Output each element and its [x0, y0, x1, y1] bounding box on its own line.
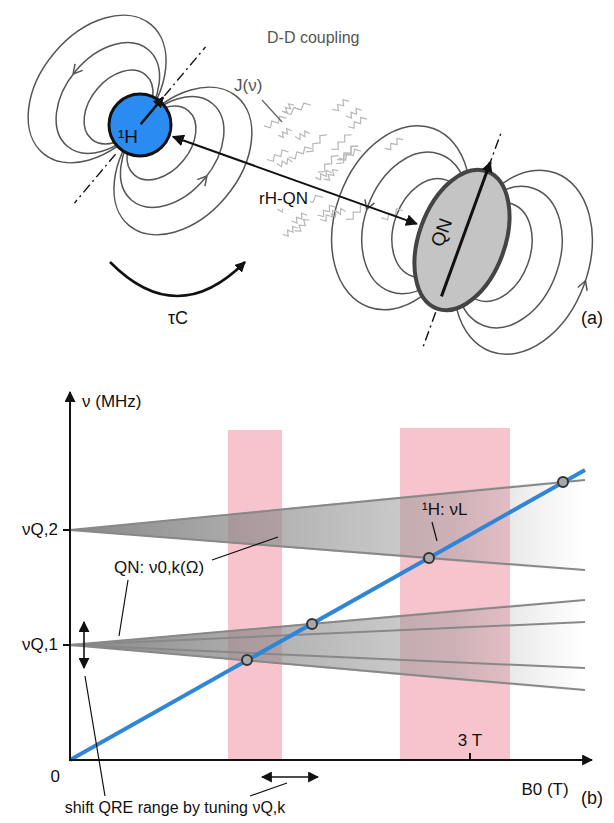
panel-label: (b) [579, 788, 605, 809]
field-lines [0, 0, 280, 261]
qre-band [228, 430, 282, 760]
leader-line [262, 100, 282, 122]
noise-stroke [264, 116, 286, 128]
axis-label: B0 (T) [519, 780, 570, 800]
coupling-label: D-D coupling [265, 29, 361, 47]
noise-stroke [346, 205, 367, 219]
curve-label: QN: ν0,k(Ω) [112, 558, 206, 578]
noise-stroke [346, 108, 362, 118]
noise-stroke [385, 138, 404, 149]
rotation-arrow [110, 262, 245, 296]
leader-lines [85, 522, 437, 796]
panel-label: (a) [579, 308, 605, 329]
curve-label: ¹H: νL [420, 500, 469, 520]
noise-stroke [315, 170, 332, 180]
noise-stroke [332, 100, 349, 111]
tick-label: νQ,2 [20, 520, 60, 540]
noise-stroke [282, 104, 294, 113]
noise-stroke [295, 131, 310, 140]
tick-label: νQ,1 [20, 635, 60, 655]
distance-arrow [173, 137, 417, 224]
correlation-time-label: τC [166, 308, 190, 329]
node-shape [108, 93, 172, 157]
noise-stroke [336, 146, 358, 164]
qre-band [400, 428, 510, 760]
noise-stroke [306, 135, 327, 152]
double-arrows [84, 622, 318, 777]
noise-stroke [331, 209, 346, 217]
quadrupole-fan [70, 598, 585, 692]
larmor-line [70, 470, 585, 760]
spectral-density-label: J(ν) [232, 76, 264, 96]
quadrupole-nucleus-ellipse: QN [394, 154, 530, 326]
node-shape [394, 154, 530, 326]
noise-stroke [277, 159, 293, 167]
noise-stroke [267, 150, 289, 161]
noise-stroke [331, 135, 351, 150]
tick-label: 0 [49, 767, 62, 787]
noise-stroke [318, 156, 339, 173]
noise-stroke [289, 147, 312, 159]
axes [63, 392, 592, 761]
note: shift QRE range by tuning νQ,k [63, 799, 288, 817]
distance-label: rH-QN [257, 189, 310, 209]
crossing-points [242, 477, 568, 665]
proton-circle: ¹H [108, 93, 172, 157]
field-lines [307, 106, 614, 375]
node-label: ¹H [118, 127, 138, 148]
spectral-noise [264, 100, 403, 236]
noise-stroke [348, 117, 367, 128]
tick-label: 3 T [456, 731, 484, 751]
axis-label: ν (MHz) [80, 392, 143, 412]
noise-stroke [278, 128, 292, 137]
noise-stroke [295, 220, 310, 231]
